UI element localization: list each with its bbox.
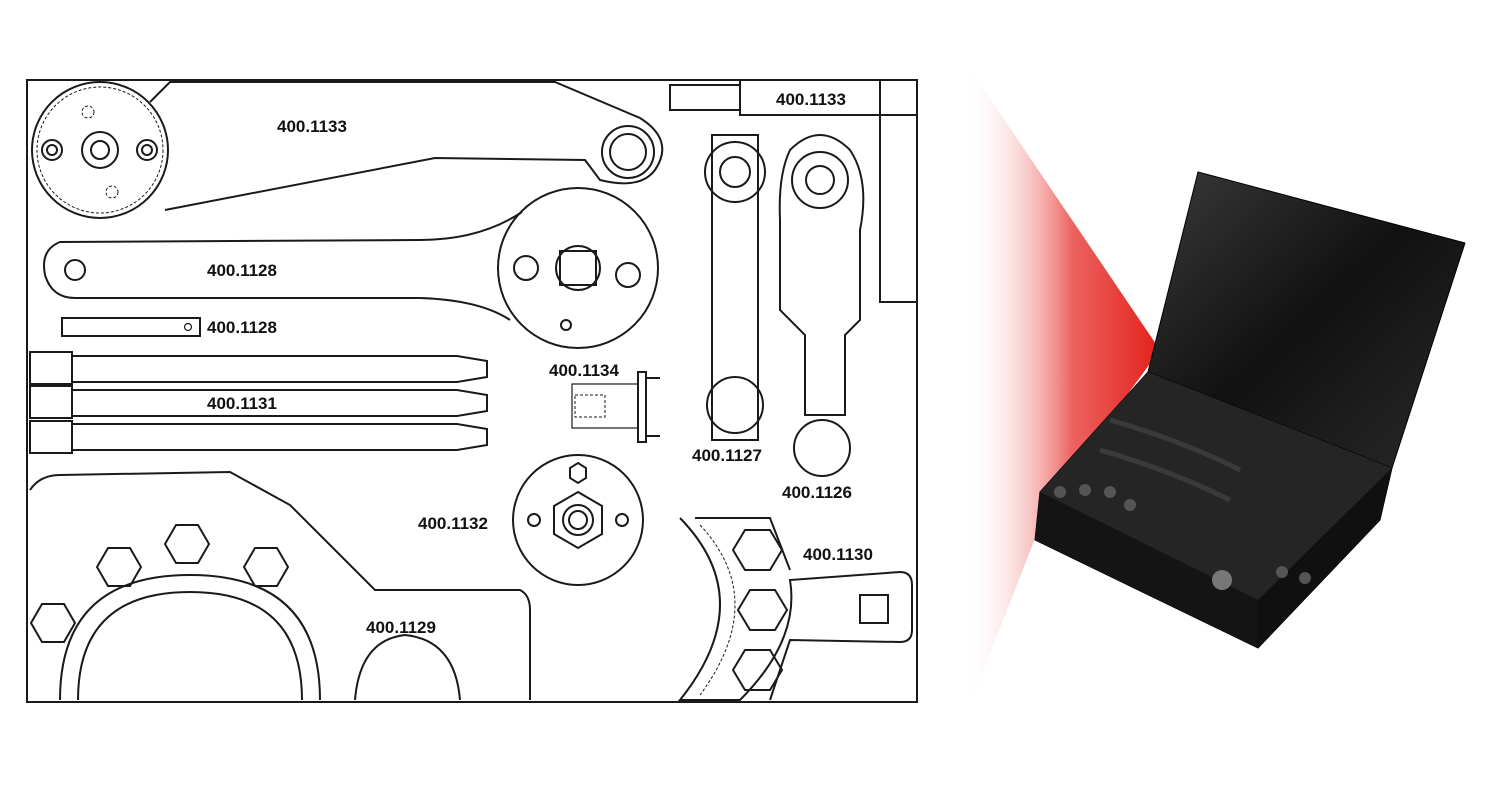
label-400-1127: 400.1127 xyxy=(692,446,762,465)
label-400-1134: 400.1134 xyxy=(549,361,620,380)
label-400-1133: 400.1133 xyxy=(277,117,347,136)
label-400-1128: 400.1128 xyxy=(207,261,277,280)
label-400-1126: 400.1126 xyxy=(782,483,852,502)
label-400-1133-rod: 400.1133 xyxy=(776,90,846,109)
tool-400-1133-wrench xyxy=(31,81,664,219)
tool-400-1129-holder xyxy=(29,470,531,701)
tool-400-1128-pin xyxy=(61,317,201,337)
label-400-1129: 400.1129 xyxy=(366,618,436,637)
tool-400-1132-plate xyxy=(512,454,644,586)
tool-400-1128-wrench xyxy=(43,187,659,349)
tool-400-1133-rod xyxy=(669,79,918,303)
tool-400-1134-adapter xyxy=(571,371,660,443)
tool-400-1126-lever xyxy=(778,134,865,477)
label-400-1128-pin: 400.1128 xyxy=(207,318,277,337)
label-400-1132: 400.1132 xyxy=(418,514,488,533)
tool-layout-diagram: 400.1133 400.1133 400.1128 400.1128 400.… xyxy=(26,79,918,703)
tool-case-image xyxy=(1034,171,1466,649)
label-400-1130: 400.1130 xyxy=(803,545,873,564)
tool-400-1127-bar xyxy=(704,134,766,441)
tool-400-1131-pins xyxy=(29,351,488,454)
label-400-1131: 400.1131 xyxy=(207,394,277,413)
tool-400-1130-arc xyxy=(677,517,913,701)
highlight-wedge xyxy=(965,72,1160,718)
